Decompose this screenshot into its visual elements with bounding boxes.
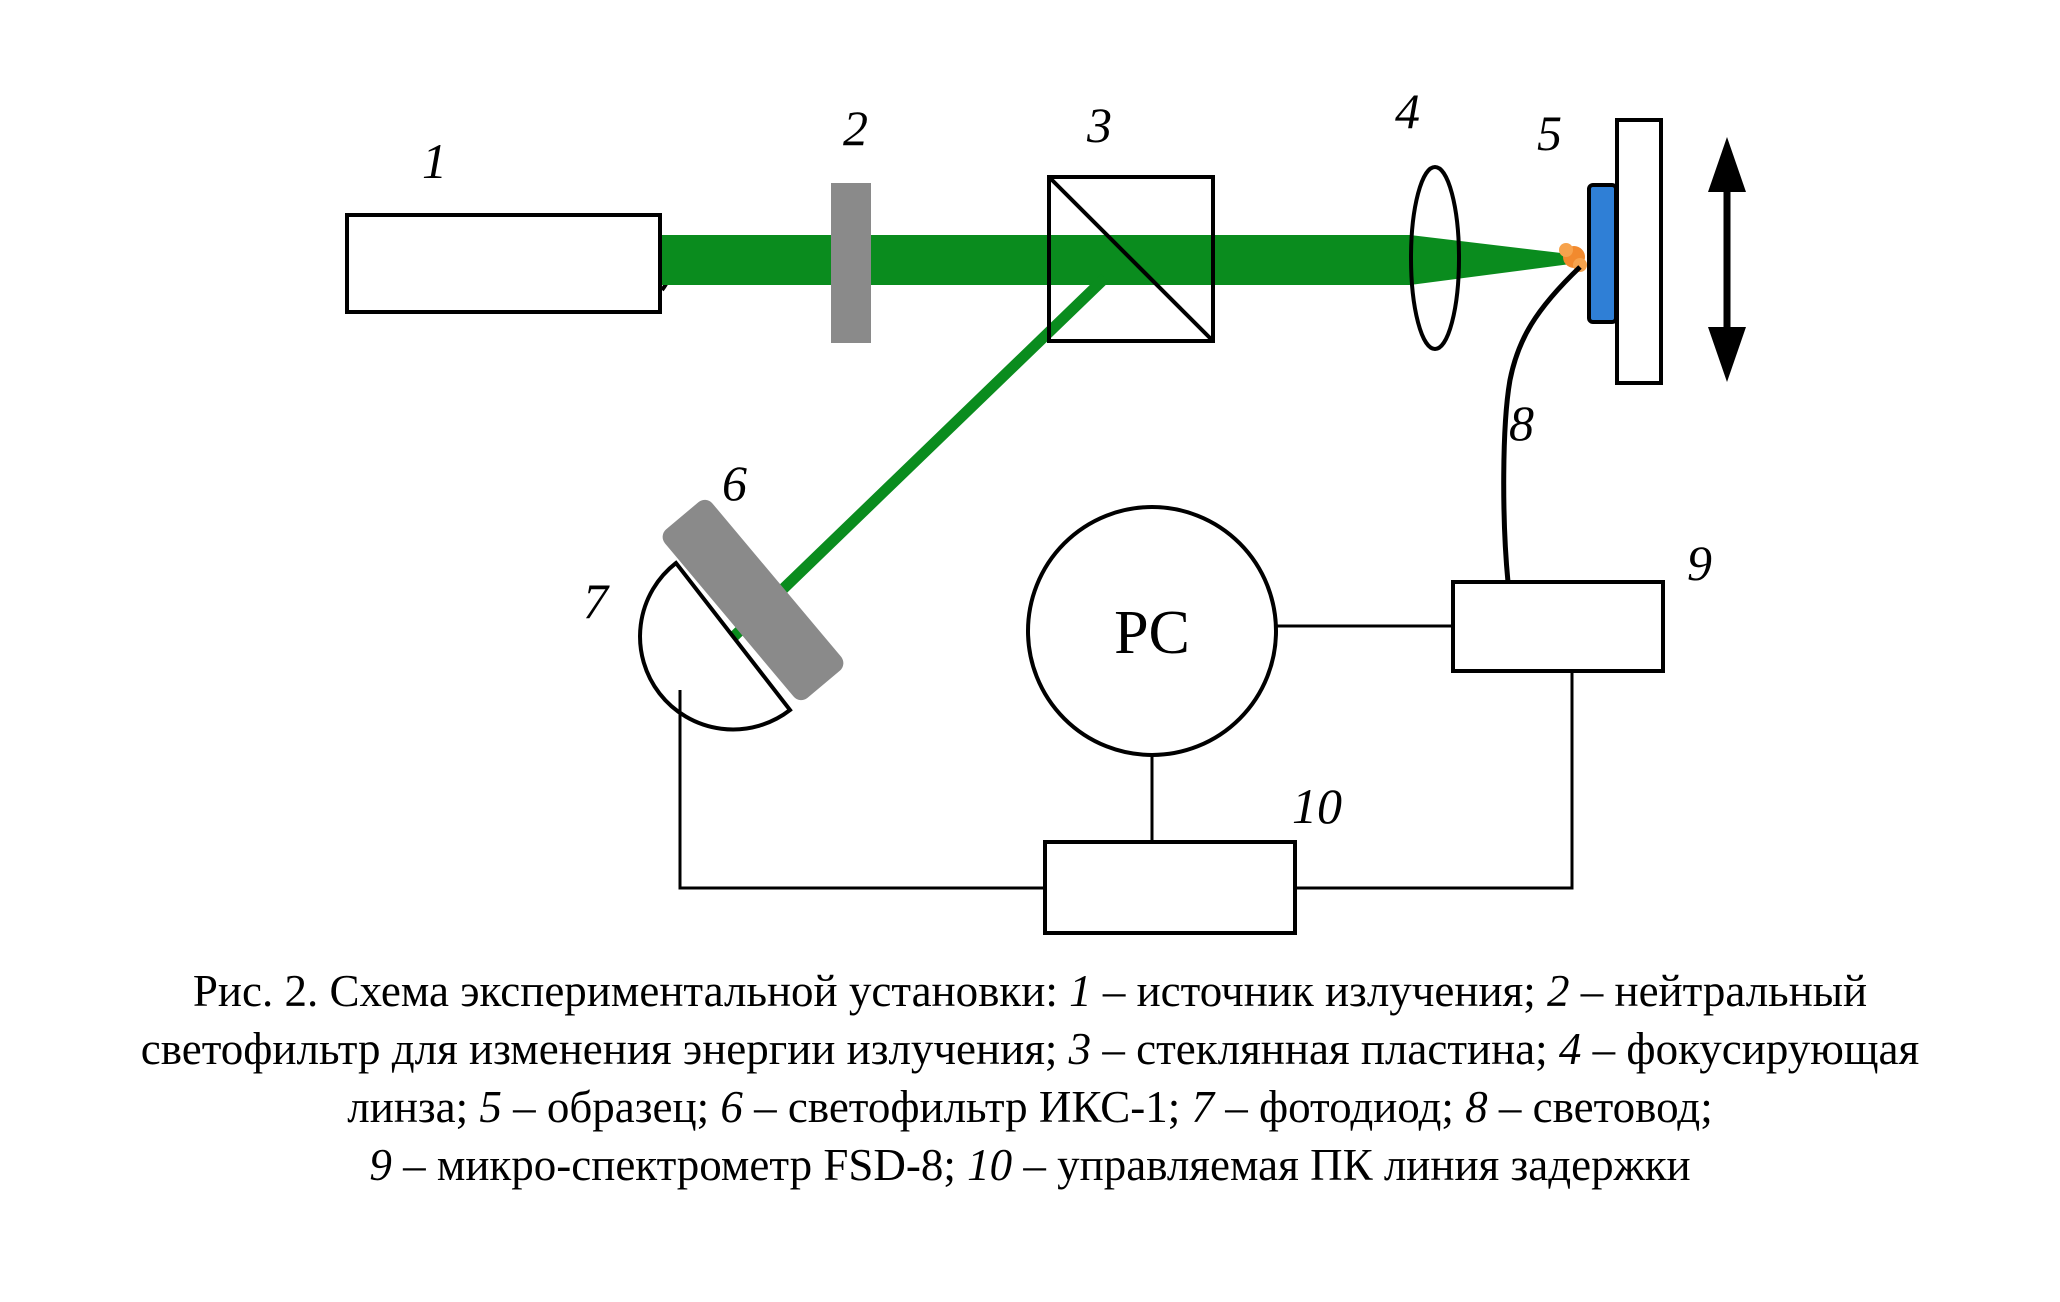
caption-line-2: светофильтр для изменения энергии излуче… bbox=[140, 1024, 1920, 1074]
translation-arrow-up bbox=[1708, 137, 1746, 192]
focusing-lens bbox=[1409, 165, 1461, 351]
label-3: 3 bbox=[1086, 97, 1112, 153]
sample-holder bbox=[1615, 118, 1663, 385]
caption-line-3: линза; 5 – образец; 6 – светофильтр ИКС-… bbox=[347, 1082, 1713, 1132]
label-7: 7 bbox=[583, 573, 610, 629]
glass-plate-cube bbox=[1047, 175, 1215, 343]
label-10: 10 bbox=[1292, 778, 1342, 834]
setup-diagram: 1 2 3 4 5 6 7 8 9 10 PC bbox=[345, 83, 1746, 935]
iks-filter bbox=[662, 499, 844, 701]
reflected-beam bbox=[720, 274, 1109, 650]
glass-plate-diagonal bbox=[1047, 175, 1215, 343]
photodiode bbox=[638, 560, 793, 732]
figure-caption: Рис. 2. Схема экспериментальной установк… bbox=[20, 962, 2040, 1194]
sample bbox=[1587, 183, 1618, 324]
label-2: 2 bbox=[843, 100, 868, 156]
translation-arrow-down bbox=[1708, 327, 1746, 382]
focused-beam bbox=[1410, 235, 1578, 285]
neutral-filter bbox=[831, 183, 871, 343]
laser-beam bbox=[662, 235, 1412, 285]
label-5: 5 bbox=[1537, 105, 1562, 161]
wire-spectrometer-delay bbox=[1295, 671, 1574, 890]
laser-source bbox=[345, 213, 662, 314]
label-1: 1 bbox=[422, 133, 447, 189]
light-guide bbox=[1501, 265, 1582, 583]
pc-label: PC bbox=[1114, 599, 1190, 667]
label-9: 9 bbox=[1687, 535, 1712, 591]
label-8: 8 bbox=[1509, 395, 1534, 451]
caption-line-1: Рис. 2. Схема экспериментальной установк… bbox=[192, 966, 1868, 1016]
micro-spectrometer bbox=[1451, 580, 1665, 673]
label-4: 4 bbox=[1395, 83, 1420, 139]
laser-spot-glow bbox=[1559, 243, 1573, 257]
caption-line-4: 9 – микро-спектрометр FSD-8; 10 – управл… bbox=[369, 1140, 1691, 1190]
wire-photodiode-delay bbox=[678, 690, 1045, 890]
delay-line bbox=[1043, 840, 1297, 935]
label-6: 6 bbox=[722, 455, 747, 511]
